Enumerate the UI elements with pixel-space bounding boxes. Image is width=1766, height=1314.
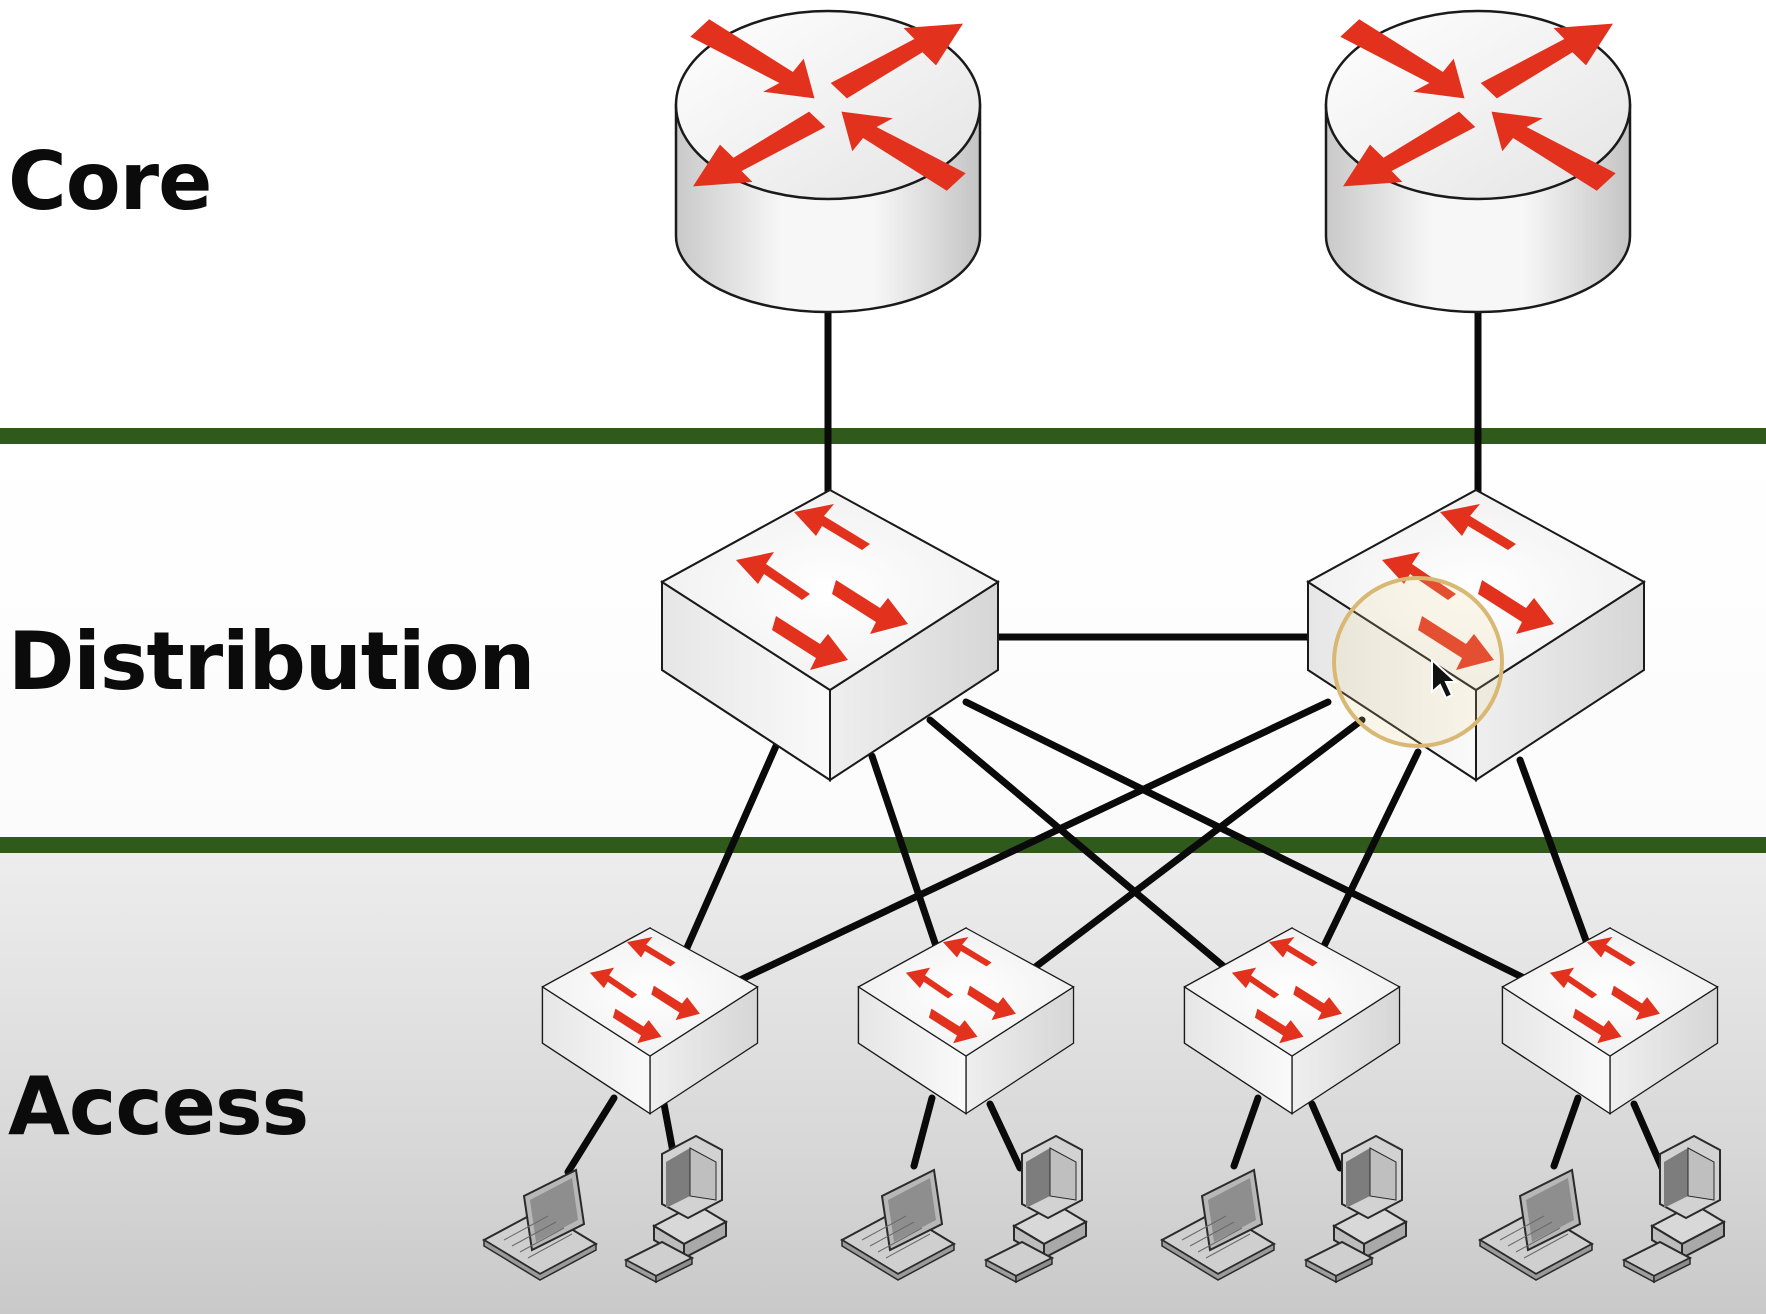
link-dist1-access4 — [962, 698, 1528, 982]
endpoint-group-2 — [841, 1135, 1087, 1283]
layer-divider-distribution-access — [0, 837, 1766, 853]
access-switch-2 — [857, 927, 1075, 1115]
switch-icon — [1183, 927, 1401, 1115]
link-access4-desktop — [1630, 1100, 1666, 1172]
router-icon — [1324, 9, 1632, 314]
core-router-1 — [674, 9, 982, 314]
link-access3-laptop — [1230, 1094, 1262, 1170]
endpoint-group-3 — [1161, 1135, 1407, 1283]
link-dist1-access1 — [682, 742, 780, 954]
desktop-computer-icon — [1305, 1135, 1407, 1283]
link-dist2-access3 — [1320, 748, 1422, 950]
link-access3-desktop — [1308, 1100, 1344, 1172]
desktop-computer-icon — [985, 1135, 1087, 1283]
switch-icon — [1501, 927, 1719, 1115]
laptop-icon — [1161, 1169, 1275, 1281]
access-switch-1 — [541, 927, 759, 1115]
mouse-cursor-icon — [1431, 657, 1459, 700]
link-dist1-access2 — [868, 752, 940, 950]
link-dist2-access4 — [1516, 756, 1592, 950]
network-links — [564, 308, 1666, 1176]
laptop-icon — [483, 1169, 597, 1281]
switch-icon — [857, 927, 1075, 1115]
desktop-computer-icon — [625, 1135, 727, 1283]
access-layer-label: Access — [8, 1060, 309, 1153]
layer-divider-core-distribution — [0, 428, 1766, 444]
link-access4-laptop — [1550, 1094, 1582, 1170]
router-icon — [674, 9, 982, 314]
laptop-icon — [841, 1169, 955, 1281]
link-access2-laptop — [910, 1094, 936, 1170]
link-access1-laptop — [564, 1094, 618, 1176]
switch-icon — [541, 927, 759, 1115]
distribution-layer-label: Distribution — [8, 615, 535, 708]
core-layer-label: Core — [8, 135, 212, 228]
endpoint-group-4 — [1479, 1135, 1725, 1283]
access-switch-3 — [1183, 927, 1401, 1115]
link-dist1-access3 — [926, 716, 1232, 974]
laptop-icon — [1479, 1169, 1593, 1281]
cursor-highlight — [1332, 576, 1504, 748]
core-router-2 — [1324, 9, 1632, 314]
access-switch-4 — [1501, 927, 1719, 1115]
link-dist2-access2 — [1030, 716, 1366, 972]
endpoint-group-1 — [483, 1135, 727, 1283]
link-dist2-access1 — [736, 698, 1332, 984]
desktop-computer-icon — [1623, 1135, 1725, 1283]
link-access2-desktop — [986, 1100, 1024, 1172]
